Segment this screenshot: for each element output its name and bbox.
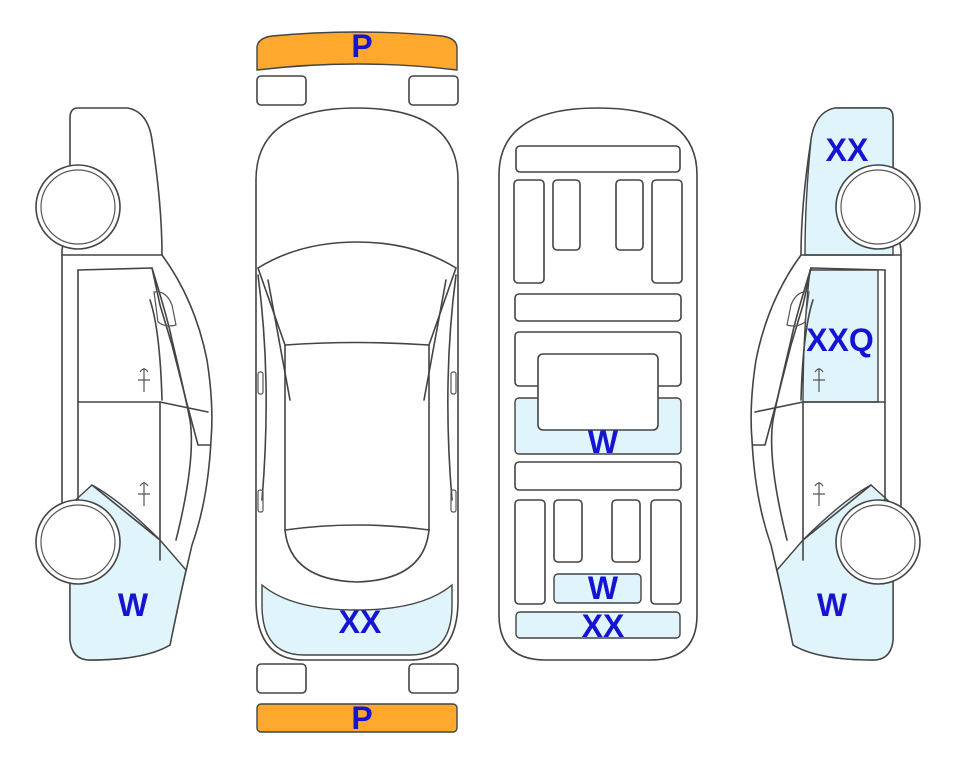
right-front-wheel[interactable] (835, 164, 921, 250)
interior-rear-code: W (588, 570, 619, 606)
interior-view: W W XX (498, 107, 698, 661)
interior-trunk-code: XX (582, 608, 625, 644)
rear-bumper-group: P (256, 663, 459, 736)
interior-trunk-panel[interactable] (515, 611, 681, 639)
left-front-wheel[interactable] (35, 164, 121, 250)
front-bumper-panel[interactable] (256, 31, 458, 71)
front-right-light[interactable] (408, 75, 459, 106)
left-rear-wheel[interactable] (35, 499, 121, 585)
top-view: XX (255, 107, 459, 661)
interior-rear-panel[interactable] (553, 573, 642, 604)
interior-center-code: W (588, 424, 619, 460)
right-rear-wheel[interactable] (835, 499, 921, 585)
right-side-view: XX XXQ W (750, 107, 921, 661)
top-rear-panel[interactable] (261, 583, 453, 656)
front-bumper-code: P (351, 28, 372, 64)
right-front-door-code: XXQ (806, 322, 874, 358)
rear-left-light[interactable] (256, 663, 307, 694)
rear-bumper-code: P (351, 700, 372, 736)
top-rear-code: XX (339, 604, 382, 640)
right-rear-quarter-code: W (817, 587, 848, 623)
right-front-fender-code: XX (826, 132, 869, 168)
rear-bumper-panel[interactable] (256, 703, 458, 733)
left-rear-quarter-code: W (118, 587, 149, 623)
rear-right-light[interactable] (408, 663, 459, 694)
front-bumper-group: P (256, 28, 459, 106)
left-side-view: W (35, 107, 213, 661)
front-left-light[interactable] (256, 75, 307, 106)
top-body[interactable] (255, 107, 459, 661)
